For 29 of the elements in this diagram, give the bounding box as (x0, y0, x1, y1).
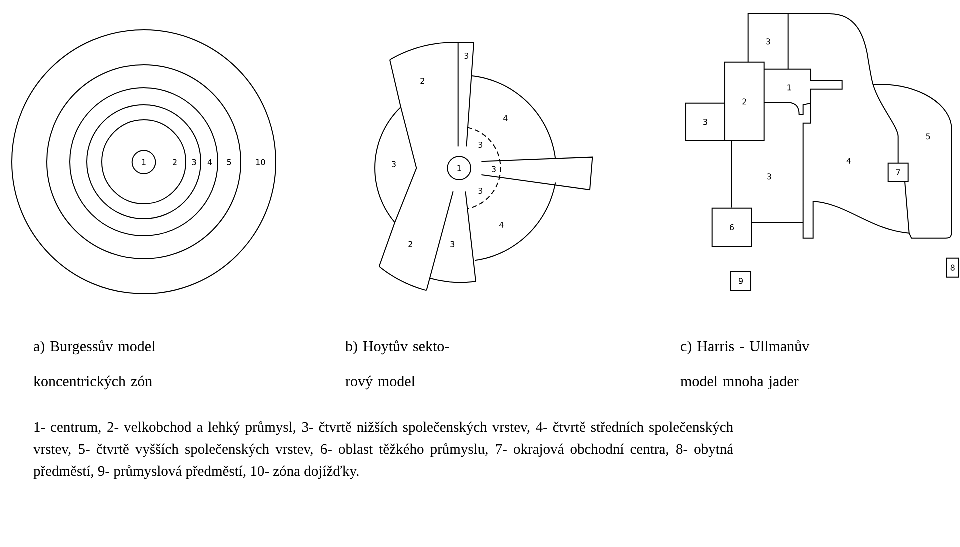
zone-number: 2 (408, 241, 412, 248)
panel-caption: c) Harris - Ullmanův model mnoha jader (680, 340, 810, 390)
zone-number: 1 (788, 84, 792, 91)
zone-number: 3 (464, 52, 469, 60)
zone-number: 3 (478, 142, 483, 148)
zone-number: 5 (227, 159, 232, 166)
zone-number: 3 (767, 174, 772, 180)
zone-box: 8 (946, 258, 960, 278)
zone-number: 10 (256, 159, 266, 166)
zone-number: 3 (450, 241, 455, 248)
zone-number: 4 (846, 158, 852, 164)
zone-box: 7 (888, 162, 909, 182)
zone-box: 9 (730, 271, 752, 292)
legend-caption: 1- centrum, 2- velkobchod a lehký průmysl, 3- čtvrtě nižších společenských vrstev, 4- čtvrtě středních společenských vrstev, 5- čtvrtě vyšších společenských vrstev, 6- oblast těžkého průmyslu, 7- okrajová obchodní centra, 8- obytná předměstí, 9- průmyslová předměstí, 10- zóna dojížďky. (34, 422, 734, 480)
zone-number: 3 (192, 159, 196, 166)
zone-number: 3 (492, 166, 496, 172)
zone-number: 3 (478, 188, 483, 194)
zone-number: 4 (208, 159, 212, 166)
zone-number: 4 (500, 222, 504, 228)
panel-caption: a) Burgessův model koncentrických zón (34, 340, 156, 390)
zone-box: 3 (686, 102, 726, 142)
zone-number: 2 (173, 159, 177, 166)
zone-number: 4 (504, 115, 508, 122)
zone-number: 3 (392, 161, 396, 168)
zone-number: 5 (926, 134, 930, 140)
zone-number: 3 (766, 38, 770, 45)
panel-caption: b) Hoytův sekto- rový model (346, 340, 450, 390)
zone-box: 6 (712, 208, 752, 248)
zone-number: 2 (420, 78, 424, 84)
